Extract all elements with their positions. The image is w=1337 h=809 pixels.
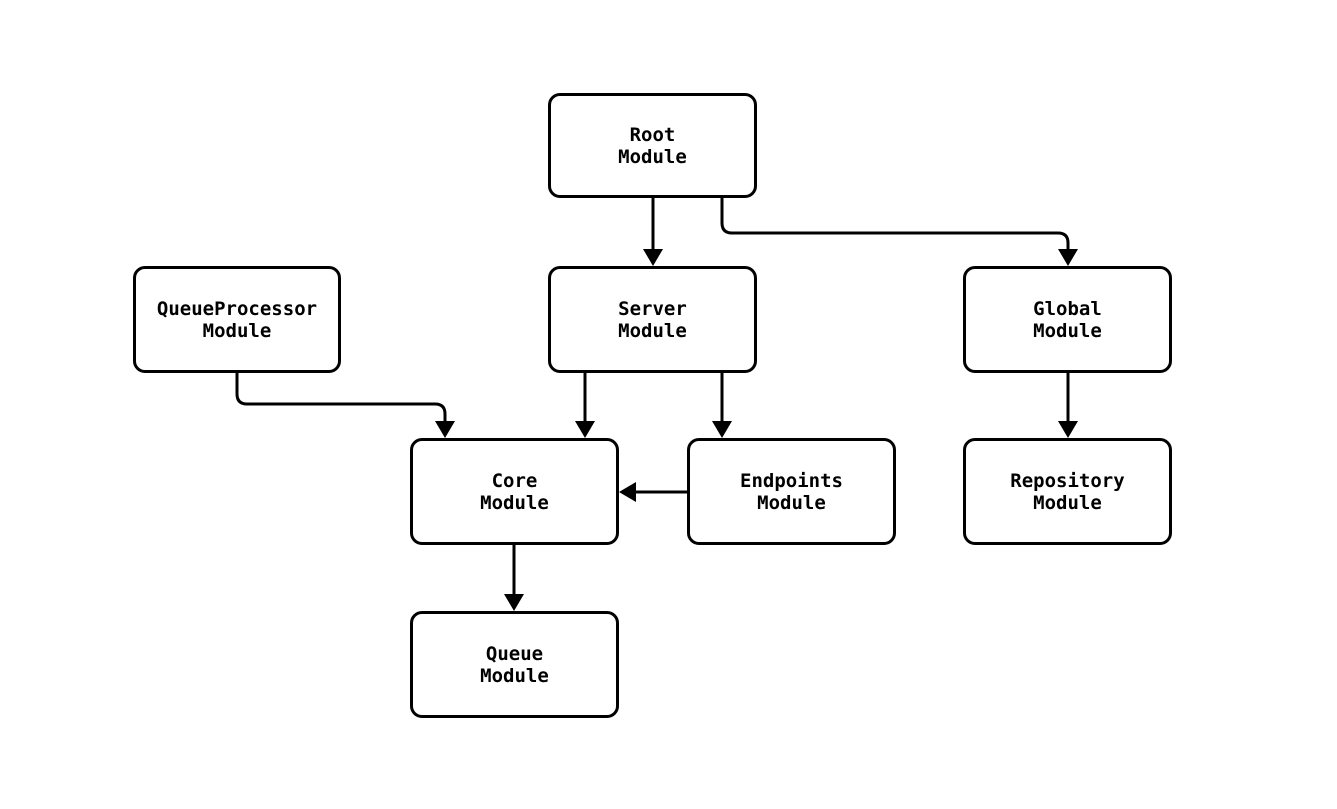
node-queueprocessor-module: QueueProcessor Module — [133, 266, 341, 373]
arrowhead-root-to-global — [1058, 249, 1078, 266]
node-core-module-label-line2: Module — [480, 491, 549, 514]
node-server-module-label-line1: Server — [618, 297, 687, 320]
node-global-module-label-line2: Module — [1033, 319, 1102, 342]
arrowhead-global-to-repository — [1058, 421, 1078, 438]
node-queueprocessor-module-label-line2: Module — [202, 319, 272, 342]
node-queueprocessor-module-label-line1: QueueProcessor — [156, 297, 318, 320]
arrowhead-core-to-queue — [504, 594, 524, 611]
edge-root-to-global — [720, 198, 1070, 251]
node-repository-module-label-line1: Repository — [1010, 469, 1125, 492]
node-endpoints-module-label-line2: Module — [757, 491, 826, 514]
node-queue-module-label-line1: Queue — [485, 642, 544, 665]
node-core-module: Core Module — [410, 438, 619, 545]
node-queue-module: Queue Module — [410, 611, 619, 718]
node-endpoints-module: Endpoints Module — [687, 438, 896, 545]
node-core-module-label-line1: Core — [491, 469, 538, 492]
node-queue-module-label-line2: Module — [480, 664, 549, 687]
node-endpoints-module-label-line1: Endpoints — [740, 469, 843, 492]
arrowhead-server-to-core — [575, 421, 595, 438]
arrowhead-endpoints-to-core — [619, 482, 636, 502]
node-global-module-label-line1: Global — [1033, 297, 1102, 320]
arrowhead-server-to-endpoints — [712, 421, 732, 438]
node-repository-module-label-line2: Module — [1033, 491, 1102, 514]
edge-qproc-to-core — [235, 373, 447, 423]
node-server-module-label-line2: Module — [618, 319, 687, 342]
node-global-module: Global Module — [963, 266, 1172, 373]
node-root-module-label-line1: Root — [629, 123, 676, 146]
arrowhead-root-to-server — [643, 249, 663, 266]
node-server-module: Server Module — [548, 266, 757, 373]
node-root-module: Root Module — [548, 93, 757, 198]
node-root-module-label-line2: Module — [618, 145, 687, 168]
arrowhead-qproc-to-core — [435, 421, 455, 438]
node-repository-module: Repository Module — [963, 438, 1172, 545]
